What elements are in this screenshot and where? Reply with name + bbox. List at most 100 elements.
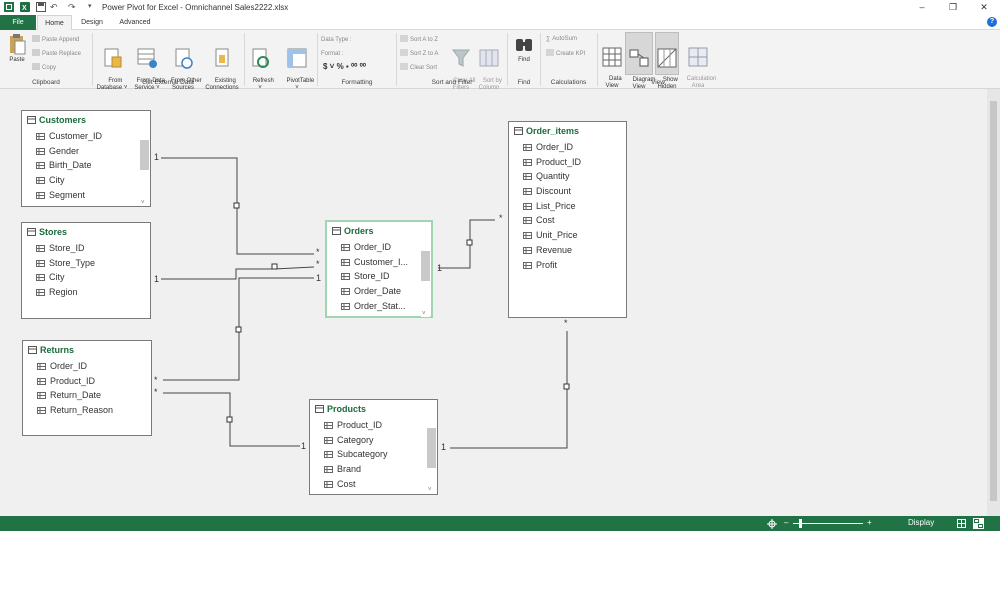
table-returns[interactable]: Returns Order_ID Product_ID Return_Date … xyxy=(22,340,152,436)
canvas-vertical-scrollbar[interactable] xyxy=(987,89,1000,516)
table-title[interactable]: Stores xyxy=(22,223,150,241)
tab-advanced[interactable]: Advanced xyxy=(112,15,158,30)
fit-to-screen-icon[interactable] xyxy=(767,519,777,529)
field-row[interactable]: Segment xyxy=(22,188,150,203)
scroll-down-icon[interactable]: ˅ xyxy=(428,487,432,493)
field-label: Product_ID xyxy=(337,420,382,430)
create-kpi-button[interactable]: Create KPI xyxy=(546,49,585,58)
field-row[interactable]: Cost xyxy=(509,213,626,228)
diagram-view-status-icon[interactable] xyxy=(973,518,984,529)
sort-a-to-z-button[interactable]: Sort A to Z xyxy=(400,35,438,44)
table-title[interactable]: Customers xyxy=(22,111,150,129)
grid-view-icon[interactable] xyxy=(957,519,966,528)
field-row[interactable]: Return_Date xyxy=(23,388,151,403)
scroll-down-icon[interactable]: ˅ xyxy=(422,311,426,317)
tab-home[interactable]: Home xyxy=(37,15,72,30)
field-row[interactable]: Profit xyxy=(509,258,626,273)
show-hidden-button[interactable]: Show Hidden xyxy=(655,32,679,75)
undo-icon[interactable]: ↶ xyxy=(50,2,58,13)
excel-icon[interactable]: X xyxy=(20,2,30,14)
restore-button[interactable]: ❐ xyxy=(943,1,963,14)
field-row[interactable]: Birth_Date xyxy=(22,158,150,173)
save-icon[interactable] xyxy=(36,2,46,14)
field-row[interactable]: Order_ID xyxy=(509,140,626,155)
minimize-button[interactable]: – xyxy=(912,1,932,14)
data-view-button[interactable]: Data View xyxy=(599,33,625,97)
number-format-buttons[interactable]: $ ˅ % ▪ ⁰⁰ ⁰⁰ xyxy=(323,63,366,71)
table-orders[interactable]: Orders Order_ID Customer_I... Store_ID O… xyxy=(325,220,433,318)
table-stores[interactable]: Stores Store_ID Store_Type City Region xyxy=(21,222,151,319)
diagram-canvas[interactable]: 1 * 1 1 * * 1 * * 1 1 * Customers Custom… xyxy=(0,89,1000,516)
table-icon xyxy=(27,116,36,124)
field-row[interactable]: Quantity xyxy=(509,169,626,184)
table-title[interactable]: Returns xyxy=(23,341,151,359)
table-order-items[interactable]: Order_items Order_ID Product_ID Quantity… xyxy=(508,121,627,318)
scrollbar-thumb[interactable] xyxy=(140,140,149,170)
field-row[interactable]: Store_Type xyxy=(22,256,150,271)
column-icon xyxy=(523,203,532,210)
customize-qat-icon[interactable]: ▾ xyxy=(88,2,92,10)
field-row[interactable]: Brand xyxy=(310,462,437,477)
tab-file[interactable]: File xyxy=(0,15,36,30)
find-button[interactable]: Find xyxy=(510,33,538,64)
zoom-slider[interactable] xyxy=(793,523,863,524)
cardinality-label: 1 xyxy=(301,441,306,451)
field-row[interactable]: Store_ID xyxy=(327,269,431,284)
tab-design[interactable]: Design xyxy=(74,15,110,30)
diagram-view-button[interactable]: Diagram View xyxy=(625,32,653,75)
field-row[interactable]: Gender xyxy=(22,144,150,159)
paste-append-button[interactable]: Paste Append xyxy=(32,35,79,44)
paste-replace-label: Paste Replace xyxy=(42,51,81,57)
field-row[interactable]: Product_ID xyxy=(509,155,626,170)
field-row[interactable]: Order_Date xyxy=(327,284,431,299)
table-title[interactable]: Order_items xyxy=(509,122,626,140)
field-label: Order_ID xyxy=(354,242,391,252)
display-label[interactable]: Display xyxy=(908,518,934,527)
field-row[interactable]: Unit_Price xyxy=(509,228,626,243)
table-title[interactable]: Products xyxy=(310,400,437,418)
column-icon xyxy=(37,407,46,414)
field-row[interactable]: Return_Reason xyxy=(23,403,151,418)
sort-z-to-a-button[interactable]: Sort Z to A xyxy=(400,49,438,58)
copy-button[interactable]: Copy xyxy=(32,63,56,72)
zoom-in-button[interactable]: + xyxy=(867,518,872,527)
zoom-out-button[interactable]: – xyxy=(784,518,788,527)
field-row[interactable]: Order_ID xyxy=(23,359,151,374)
field-row[interactable]: Discount xyxy=(509,184,626,199)
field-row[interactable]: Cost xyxy=(310,477,437,492)
field-row[interactable]: Customer_I... xyxy=(327,255,431,270)
autosum-button[interactable]: ∑AutoSum xyxy=(546,35,577,43)
zoom-slider-thumb[interactable] xyxy=(799,519,802,528)
field-row[interactable]: Category xyxy=(310,433,437,448)
table-title[interactable]: Orders xyxy=(327,222,431,240)
help-icon[interactable]: ? xyxy=(987,17,997,27)
table-customers[interactable]: Customers Customer_ID Gender Birth_Date … xyxy=(21,110,151,207)
clear-sort-button[interactable]: Clear Sort xyxy=(400,63,437,72)
table-scrollbar[interactable]: ˅ xyxy=(421,241,430,317)
field-row[interactable]: Store_ID xyxy=(22,241,150,256)
field-row[interactable]: Revenue xyxy=(509,243,626,258)
close-button[interactable]: ✕ xyxy=(974,1,994,14)
field-row[interactable]: Region xyxy=(22,285,150,300)
field-row[interactable]: City xyxy=(22,270,150,285)
field-row[interactable]: Product_ID xyxy=(310,418,437,433)
scrollbar-thumb[interactable] xyxy=(990,101,997,501)
cardinality-label: * xyxy=(316,259,320,269)
field-row[interactable]: List_Price xyxy=(509,199,626,214)
calculation-area-button[interactable]: Calculation Area xyxy=(680,33,716,97)
scrollbar-thumb[interactable] xyxy=(421,251,430,281)
field-row[interactable]: Customer_ID xyxy=(22,129,150,144)
field-row[interactable]: Subcategory xyxy=(310,447,437,462)
paste-button[interactable]: Paste xyxy=(5,33,29,64)
field-row[interactable]: City xyxy=(22,173,150,188)
table-scrollbar[interactable]: ˅ xyxy=(140,130,149,206)
table-scrollbar[interactable]: ˅ xyxy=(427,419,436,493)
field-row[interactable]: Order_Stat... xyxy=(327,299,431,314)
field-row[interactable]: Order_ID xyxy=(327,240,431,255)
paste-replace-button[interactable]: Paste Replace xyxy=(32,49,81,58)
field-row[interactable]: Product_ID xyxy=(23,374,151,389)
scroll-down-icon[interactable]: ˅ xyxy=(141,200,145,206)
table-products[interactable]: Products Product_ID Category Subcategory… xyxy=(309,399,438,495)
scrollbar-thumb[interactable] xyxy=(427,428,436,468)
redo-icon[interactable]: ↷ xyxy=(68,2,76,13)
